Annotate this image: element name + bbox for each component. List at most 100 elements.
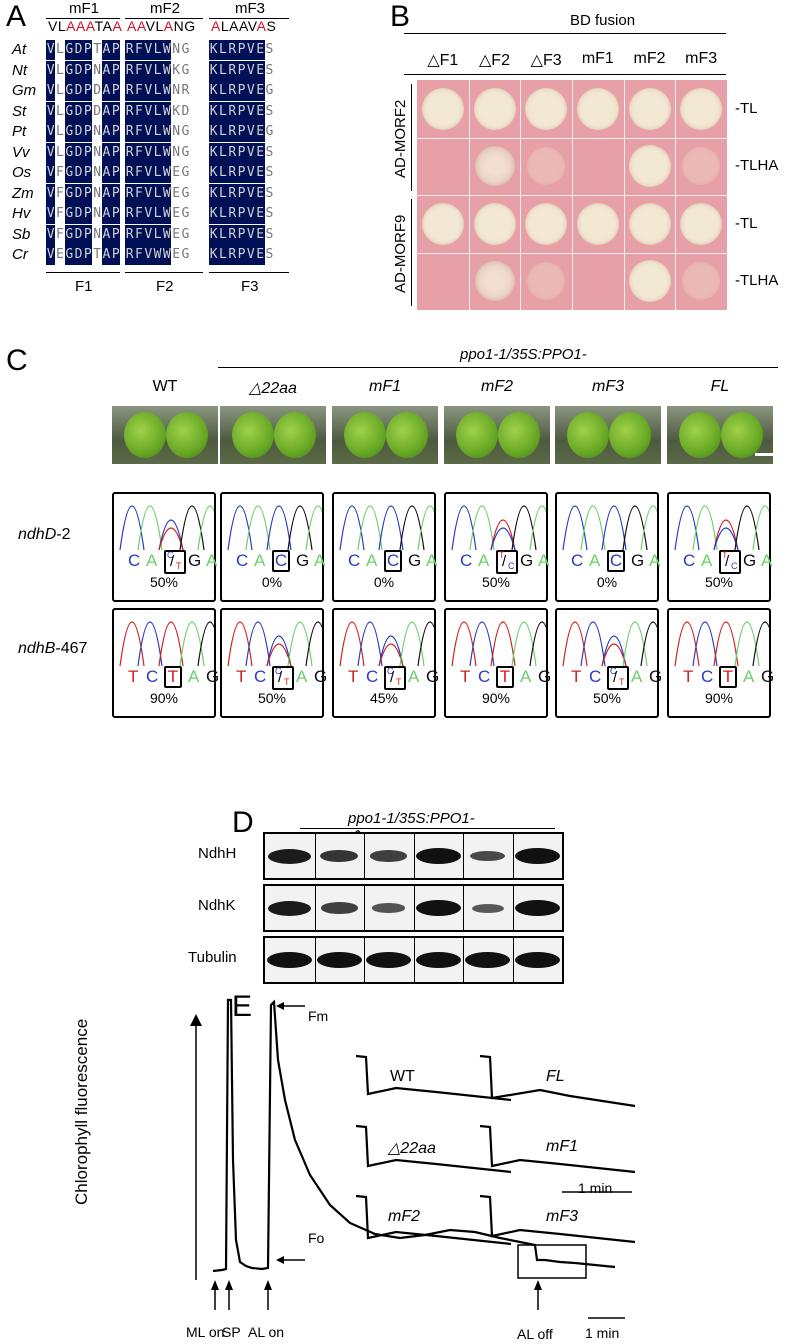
peak [158,621,184,667]
residue: P [83,163,93,183]
residue: R [227,142,237,163]
seedling-image [444,406,550,464]
al-off-region-box [517,1244,587,1279]
residue: S [265,144,274,160]
footer-line [209,271,289,273]
residue: D [73,224,84,245]
editing-percent: 90% [149,690,179,706]
yeast-colony [525,87,568,130]
peak [640,621,657,667]
residue: L [218,204,228,224]
base-call: A [296,667,308,686]
residue: L [218,81,228,101]
residue: R [227,60,237,81]
residue: S [265,42,274,57]
residue: K [209,163,219,183]
editing-percent: 50% [257,690,287,706]
base-call: C [478,667,491,686]
residue: W [162,183,172,204]
residue: D [73,122,84,142]
base-call: G [188,551,202,570]
residue: R [181,83,190,98]
yeast-colony [682,147,721,186]
lane-divider [463,834,464,878]
residue: V [143,101,153,122]
peak [158,519,184,551]
footer-line [46,271,120,273]
residue: L [56,42,64,57]
residue: R [125,163,135,183]
residue: D [73,81,84,101]
residue: F [134,60,144,81]
event-arrowhead [225,1280,233,1290]
species-label: Pt [12,123,27,140]
bd-column-label: mF2 [633,50,666,67]
residue: E [172,226,181,242]
peak [417,621,434,667]
peak [752,621,769,667]
protein-band [268,900,312,916]
bd-column-label: mF1 [581,50,614,67]
residue: K [209,245,219,265]
base-subscript: C [508,561,515,571]
genotype-label: △22aa [249,380,297,397]
mutated-residues: AAA [66,18,95,34]
base-call: T [460,667,471,686]
base-call: A [649,551,661,570]
seedling-image [112,406,218,464]
protein-band [320,902,358,914]
peak [119,505,145,551]
editing-percent: 90% [704,690,734,706]
grid-line [417,252,727,254]
residue: W [162,81,172,101]
trace-peaks [227,621,322,667]
base-call: A [254,551,266,570]
residue: L [152,163,163,183]
residue: D [73,142,84,163]
construct-label-d: ppo1-1/35S:PPO1- [348,810,475,827]
residue: S [265,185,274,201]
base-call: G [743,551,757,570]
base-call: C [384,550,402,572]
peak [266,505,292,551]
inset-label: △22aa [388,1140,436,1157]
residue: V [46,245,56,265]
base-call: C [128,551,141,570]
lane-divider [413,886,415,930]
yeast-colony [473,87,516,130]
peak [490,519,516,551]
residue: G [181,62,190,78]
residue: F [134,163,144,183]
motif-footer: F2 [156,277,174,295]
peak [158,527,184,551]
bd-column-label: mF3 [685,50,718,67]
residue: K [209,204,219,224]
residue: G [64,122,74,142]
residue: V [46,204,56,224]
residue: R [227,163,237,183]
residue: G [64,81,74,101]
trace-peaks [227,505,322,551]
residue: D [73,60,84,81]
residue: P [111,142,121,163]
base-call: C [236,551,249,570]
residue: D [73,40,84,60]
residue: K [209,101,219,122]
event-arrowhead [534,1280,542,1290]
residue: T [93,247,102,262]
residue: S [265,247,274,262]
peak [399,505,425,551]
bd-column-label: △F3 [530,52,562,69]
residue: L [218,245,228,265]
yeast-colony [525,202,568,245]
residue: P [111,101,121,122]
blot-label: Tubulin [188,949,237,966]
residue: L [56,124,64,139]
